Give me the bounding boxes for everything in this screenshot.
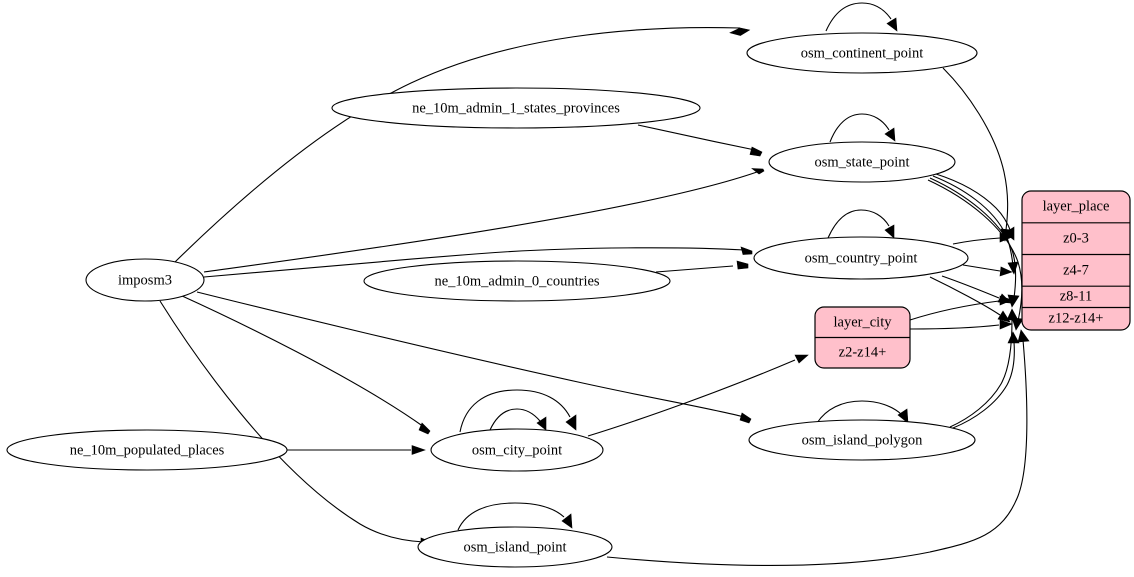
edge-imposm3-to-osm-island-polygon xyxy=(196,291,752,424)
layer-place-row-z0-3[interactable]: z0-3 xyxy=(1063,230,1089,246)
edge-imposm3-to-osm-island-point xyxy=(159,300,432,547)
node-imposm3[interactable]: imposm3 xyxy=(85,258,205,302)
edge-layer xyxy=(159,2,1030,566)
node-imposm3-label: imposm3 xyxy=(118,272,172,288)
node-osm-island-polygon-label: osm_island_polygon xyxy=(802,432,924,448)
edge-self-loop-osm-continent-point xyxy=(825,2,898,32)
edge-ne-states-to-osm-state-point xyxy=(637,124,763,157)
edge-imposm3-to-osm-country-point xyxy=(203,246,753,278)
node-osm-island-point[interactable]: osm_island_point xyxy=(417,526,613,568)
layer-place-row-z4-7[interactable]: z4-7 xyxy=(1063,262,1089,278)
node-osm-island-polygon[interactable]: osm_island_polygon xyxy=(748,419,976,461)
edge-self-loop-osm-city-point-inner xyxy=(489,408,547,431)
node-osm-state-point-label: osm_state_point xyxy=(814,154,909,170)
node-ne-10m-admin-1-states-provinces[interactable]: ne_10m_admin_1_states_provinces xyxy=(331,87,701,129)
edge-layer-city-to-layer-place-z12-z14 xyxy=(909,319,1013,330)
node-osm-country-point-label: osm_country_point xyxy=(805,250,918,266)
node-osm-state-point[interactable]: osm_state_point xyxy=(768,141,956,183)
edge-ne-places-to-osm-city-point xyxy=(287,445,426,455)
edge-layer-city-to-layer-place-z8-11 xyxy=(909,295,1013,321)
node-ne-countries-label: ne_10m_admin_0_countries xyxy=(434,273,599,289)
edge-osm-city-point-to-layer-city xyxy=(587,354,809,437)
layer-place-row-z8-11[interactable]: z8-11 xyxy=(1060,288,1092,304)
edge-osm-island-point-to-layer-place-z12-z14 xyxy=(606,329,1030,566)
edge-osm-country-point-to-layer-place-z12-z14 xyxy=(929,276,1011,323)
node-layer-city[interactable]: layer_city z2-z14+ xyxy=(814,306,911,369)
node-osm-continent-point[interactable]: osm_continent_point xyxy=(746,32,978,74)
node-ne-10m-populated-places[interactable]: ne_10m_populated_places xyxy=(6,429,288,471)
node-layer-place[interactable]: layer_place z0-3 z4-7 z8-11 z12-z14+ xyxy=(1021,190,1131,331)
layer-city-row-z2-z14[interactable]: z2-z14+ xyxy=(839,344,887,360)
edge-osm-island-polygon-to-layer-place-z12-z14 xyxy=(952,331,1020,429)
node-layer: imposm3 ne_10m_admin_1_states_provinces … xyxy=(6,32,1131,568)
edge-osm-country-point-to-layer-place-z0-3 xyxy=(952,232,1013,245)
edge-osm-country-point-to-layer-place-z4-7 xyxy=(962,264,1013,277)
edge-self-loop-osm-island-polygon xyxy=(816,400,909,424)
edge-imposm3-to-osm-state-point xyxy=(203,168,765,273)
edge-self-loop-osm-city-point-outer xyxy=(459,389,577,433)
edge-self-loop-osm-state-point xyxy=(829,113,896,143)
layer-place-title: layer_place xyxy=(1043,198,1110,214)
node-osm-country-point[interactable]: osm_country_point xyxy=(753,236,969,280)
edge-ne-countries-to-osm-country-point xyxy=(655,260,749,273)
edge-imposm3-to-osm-continent-point xyxy=(174,26,751,263)
edge-imposm3-to-osm-city-point xyxy=(179,294,431,435)
node-osm-continent-point-label: osm_continent_point xyxy=(801,45,923,61)
node-osm-city-point-label: osm_city_point xyxy=(472,442,562,458)
edge-self-loop-osm-country-point xyxy=(827,209,895,239)
edge-self-loop-osm-island-point xyxy=(457,502,573,531)
layer-city-title: layer_city xyxy=(834,314,893,330)
node-ne-10m-admin-0-countries[interactable]: ne_10m_admin_0_countries xyxy=(363,260,671,302)
layer-place-row-z12-z14[interactable]: z12-z14+ xyxy=(1049,310,1104,326)
node-ne-places-label: ne_10m_populated_places xyxy=(70,442,225,458)
node-osm-island-point-label: osm_island_point xyxy=(463,539,566,555)
node-osm-city-point[interactable]: osm_city_point xyxy=(430,428,604,472)
node-ne-states-label: ne_10m_admin_1_states_provinces xyxy=(412,100,620,116)
